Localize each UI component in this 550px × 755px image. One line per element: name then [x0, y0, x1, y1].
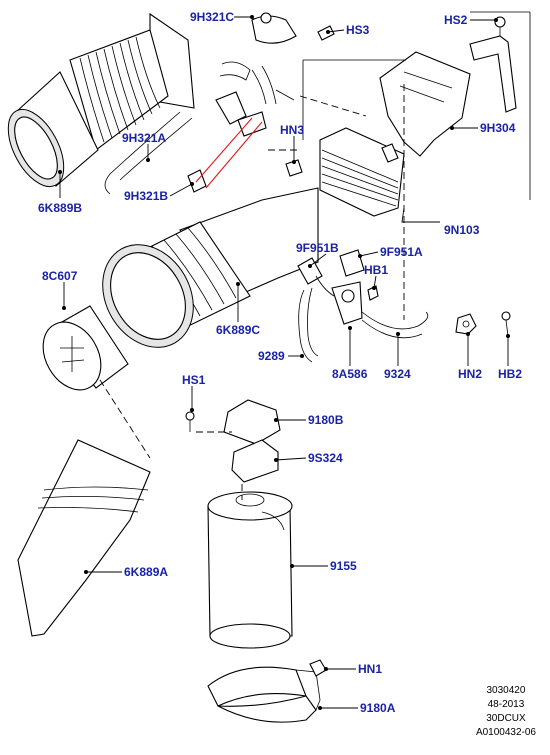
reference-line-4: A0100432-06	[475, 727, 536, 738]
callout-HS1: HS1	[182, 373, 206, 387]
callout-6K889B: 6K889B	[38, 201, 82, 215]
callout-9289: 9289	[258, 349, 285, 363]
callout-HB1: HB1	[364, 263, 388, 277]
callout-9H321C: 9H321C	[190, 10, 234, 24]
callout-9180B: 9180B	[308, 413, 344, 427]
callout-6K889C: 6K889C	[216, 323, 260, 337]
callout-6K889A: 6K889A	[124, 565, 168, 579]
reference-line-3: 30DCUX	[486, 713, 526, 724]
callout-8C607: 8C607	[42, 269, 78, 283]
adaptor-8C607	[42, 305, 129, 391]
reference-block: 3030420 48-2013 30DCUX A0100432-06	[476, 684, 536, 740]
reference-line-2: 48-2013	[487, 699, 525, 710]
callout-HS3: HS3	[346, 23, 370, 37]
callout-9N103: 9N103	[444, 223, 480, 237]
hose-9289	[298, 287, 319, 363]
bolt-HB2	[501, 311, 511, 337]
callout-9H321B: 9H321B	[124, 189, 168, 203]
hose-9324	[361, 311, 429, 339]
nut-HN1	[309, 659, 327, 677]
intake-hose-middle-6K889C	[102, 187, 319, 348]
valve-assembly-9F951	[297, 249, 379, 325]
callout-HS2: HS2	[444, 13, 468, 27]
bracket-9180B	[223, 399, 281, 445]
assembly-lines	[99, 84, 405, 500]
intake-duct-lower-6K889A	[17, 439, 151, 637]
nut-HN2	[455, 313, 477, 335]
breather-hose-9H321	[104, 12, 297, 195]
filter-head-9S324	[231, 439, 279, 483]
callout-9155: 9155	[330, 559, 357, 573]
callout-9H304: 9H304	[480, 121, 516, 135]
callout-HN1: HN1	[358, 662, 382, 676]
callout-HN2: HN2	[458, 367, 482, 381]
fuel-cooler-9N103	[319, 127, 405, 217]
callout-8A586: 8A586	[332, 367, 368, 381]
intake-duct-upper-6K889B	[7, 12, 195, 187]
callout-9F951B: 9F951B	[296, 241, 339, 255]
reference-line-1: 3030420	[486, 685, 526, 696]
callout-9180A: 9180A	[360, 701, 396, 715]
clamp-9180A	[207, 666, 321, 723]
bracket-9H304	[379, 35, 517, 157]
callout-HN3: HN3	[280, 123, 304, 137]
group-outline-9N103	[302, 11, 531, 200]
screw-HS3	[317, 25, 335, 41]
callout-9F951A: 9F951A	[380, 245, 423, 259]
callout-9324: 9324	[384, 367, 411, 381]
leader-lines	[58, 15, 510, 710]
callout-9H321A: 9H321A	[122, 131, 166, 145]
screw-HS1	[185, 411, 195, 432]
fuel-filter-9155	[207, 491, 293, 649]
callout-HB2: HB2	[498, 367, 522, 381]
callout-9S324: 9S324	[308, 451, 343, 465]
